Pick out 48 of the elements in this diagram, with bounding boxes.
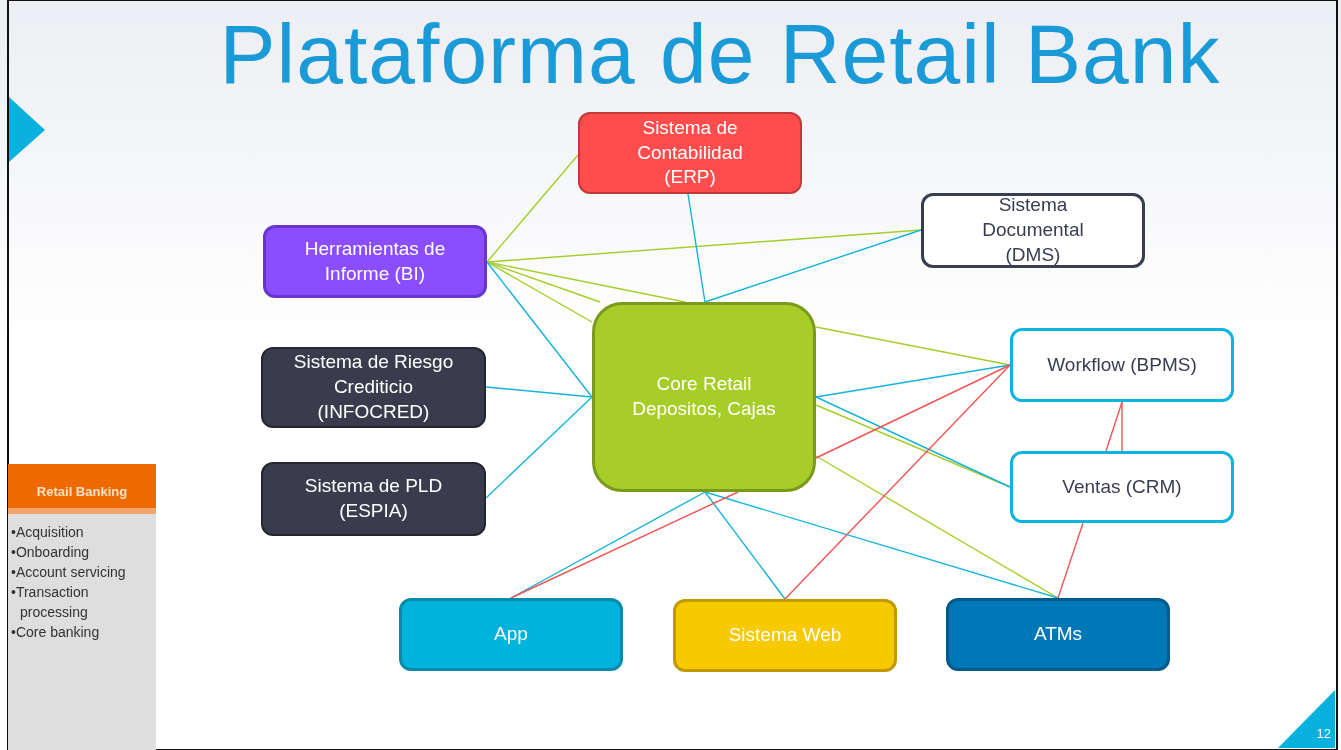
connector-line [784, 364, 1011, 600]
connector-line [485, 396, 593, 499]
node-label: Sistema de PLD (ESPIA) [303, 474, 444, 523]
node-label: Workflow (BPMS) [1046, 352, 1198, 377]
bullet-item: •Account servicing [10, 563, 127, 582]
connector-line [815, 326, 1011, 366]
slide-title: Plataforma de Retail Bank [218, 6, 1222, 103]
node-label: Ventas (CRM) [1061, 474, 1183, 499]
node-box [1010, 328, 1234, 402]
node-box [261, 347, 486, 428]
node-box [1010, 451, 1234, 523]
connector-line [486, 154, 579, 263]
node-label: ATMs [1032, 622, 1084, 647]
node-label: Sistema de Contabilidad (ERP) [636, 115, 744, 190]
connector-line [1105, 401, 1123, 452]
node-label: Sistema Documental (DMS) [981, 193, 1085, 267]
connector-line [1057, 522, 1084, 599]
connector-line [815, 364, 1011, 459]
node-label: Sistema de Riesgo Crediticio (INFOCRED) [292, 350, 455, 424]
connector-line [704, 229, 922, 303]
panel-heading: Retail Banking [8, 464, 156, 514]
node-box [921, 193, 1145, 268]
connector-line [815, 455, 1059, 599]
side-panel [8, 464, 156, 750]
node-label: Core Retail Depositos, Cajas [631, 372, 777, 421]
connector-line [704, 491, 786, 600]
connector-line [704, 491, 1059, 599]
bullet-item: •Core banking [10, 623, 101, 642]
connector-line [486, 261, 593, 323]
connector-line [1121, 401, 1123, 452]
bullet-item: •Transaction processing [10, 583, 90, 622]
core-box [592, 302, 816, 492]
node-box [261, 462, 486, 536]
connector-line [486, 261, 593, 398]
node-box [263, 225, 487, 298]
node-box [578, 112, 802, 194]
node-label: Sistema Web [727, 623, 843, 648]
connector-line [486, 229, 922, 263]
bullet-item: •Acquisition [10, 523, 85, 542]
node-box [399, 598, 623, 671]
node-label: Herramientas de Informe (BI) [303, 236, 447, 286]
connector-line [687, 193, 706, 303]
node-box [673, 599, 897, 672]
node-box [946, 598, 1170, 671]
connector-line [485, 386, 593, 398]
node-label: App [493, 622, 529, 647]
bullet-item: •Onboarding [10, 543, 91, 562]
page-number: 12 [1316, 726, 1331, 741]
